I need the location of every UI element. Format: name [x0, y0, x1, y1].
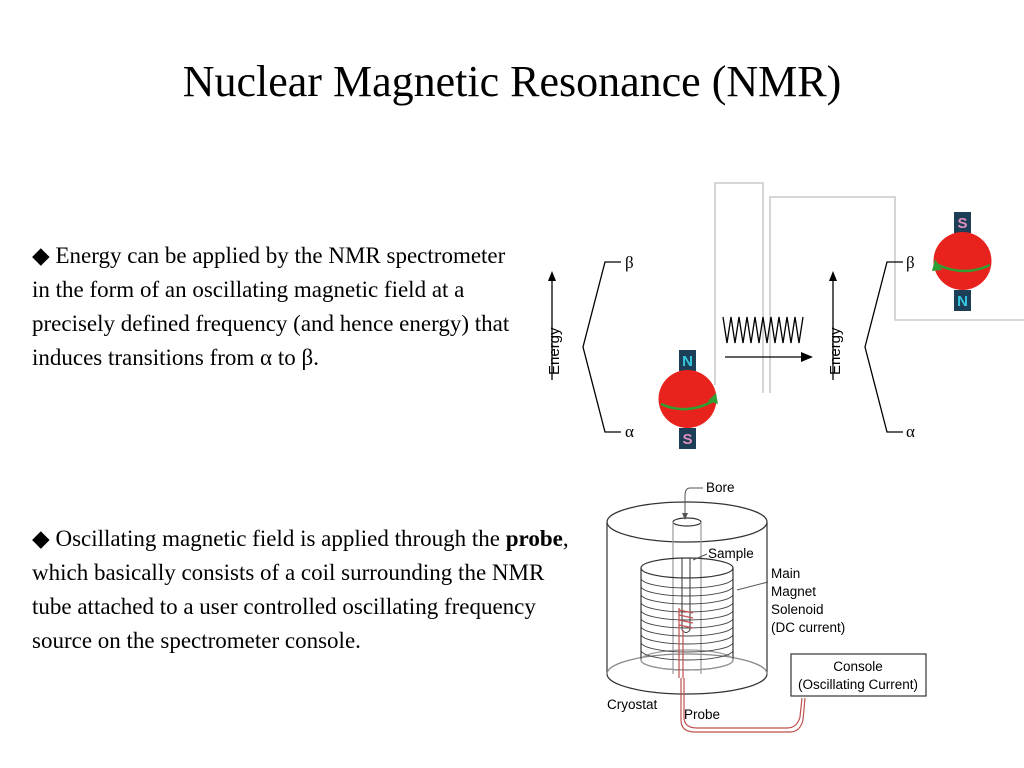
energy-diagram-left: Energy β α — [546, 253, 634, 441]
alpha-level-label: α — [906, 422, 915, 441]
svg-text:S: S — [957, 215, 967, 232]
alpha-symbol: α — [260, 345, 273, 370]
energy-axis-label: Energy — [827, 327, 844, 375]
arrow-right-icon — [801, 352, 813, 362]
solenoid-windings — [640, 577, 734, 661]
slide-title: Nuclear Magnetic Resonance (NMR) — [182, 57, 842, 106]
svg-text:N: N — [957, 293, 968, 310]
bore-label: Bore — [706, 480, 735, 495]
dc-current-label: (DC current) — [771, 620, 845, 635]
arrow-down-icon — [682, 513, 688, 520]
sample-label: Sample — [708, 546, 754, 561]
probe-label: Probe — [684, 707, 720, 722]
solenoid-label: Solenoid — [771, 602, 824, 617]
beta-symbol: β — [301, 345, 314, 370]
background-frames — [714, 182, 1024, 393]
bore-opening — [672, 517, 702, 527]
bullet-text: Oscillating magnetic field is applied th… — [55, 526, 506, 551]
bullet-text: Energy can be applied by the NMR spectro… — [32, 243, 510, 370]
magnet-probe-diagram: Bore Sample Main Magnet Solenoid (DC cur… — [606, 480, 927, 733]
bullet-text-end: . — [313, 345, 319, 370]
arrow-up-icon — [548, 271, 556, 281]
beta-level-label: β — [906, 253, 915, 272]
bullet-diamond: ◆ — [32, 243, 50, 268]
console-box — [790, 653, 927, 697]
energy-axis-label: Energy — [546, 327, 563, 375]
cryostat-label: Cryostat — [607, 697, 658, 712]
cryostat-top — [606, 501, 768, 543]
main-label: Main — [771, 566, 800, 581]
bullet-probe: ◆ Oscillating magnetic field is applied … — [32, 522, 577, 658]
beta-level-label: β — [625, 253, 634, 272]
magnet-label: Magnet — [771, 584, 816, 599]
alpha-level-label: α — [625, 422, 634, 441]
bullet-text-join: to — [272, 345, 302, 370]
bullet-diamond: ◆ — [32, 526, 50, 551]
bullet-energy-transitions: ◆ Energy can be applied by the NMR spect… — [32, 239, 522, 375]
svg-text:S: S — [682, 431, 692, 448]
rf-wave-icon — [722, 316, 813, 362]
svg-text:N: N — [682, 353, 693, 370]
oscillating-current-label: (Oscillating Current) — [798, 677, 918, 692]
probe-bold: probe — [505, 526, 563, 551]
cryostat-bottom — [606, 673, 768, 695]
nucleus-alpha-icon: N S — [658, 350, 718, 449]
energy-level-diagram: Energy β α N S Energy β α S N — [546, 182, 1024, 449]
energy-diagram-right: Energy β α — [827, 253, 915, 441]
probe-coil — [678, 608, 806, 733]
console-label: Console — [833, 659, 883, 674]
arrow-up-icon — [829, 271, 837, 281]
nucleus-beta-icon: S N — [932, 212, 992, 311]
bullet-text-end: , which basically consists of a coil sur… — [32, 526, 569, 653]
